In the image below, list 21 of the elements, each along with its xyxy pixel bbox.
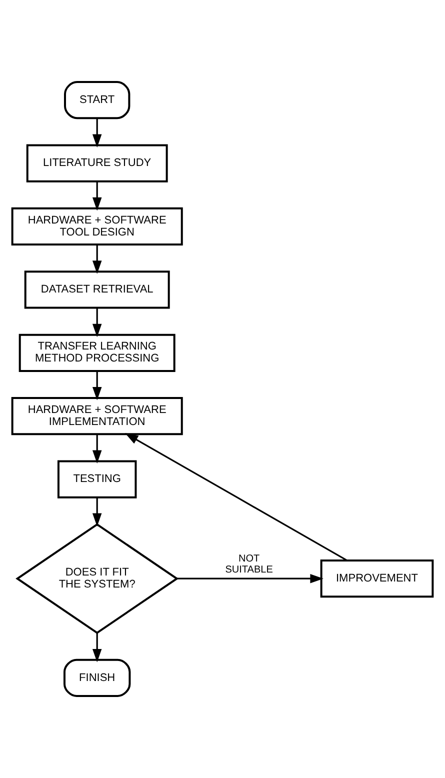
node-box: IMPROVEMENT xyxy=(320,560,434,598)
arrow xyxy=(92,118,102,148)
node-box: TESTING xyxy=(57,460,137,498)
arrow xyxy=(124,433,348,561)
node-box: DATASET RETRIEVAL xyxy=(24,270,170,309)
arrow xyxy=(176,574,324,584)
arrow xyxy=(92,371,102,400)
arrow xyxy=(92,498,102,526)
arrow xyxy=(92,632,102,662)
node-box: TRANSFER LEARNING METHOD PROCESSING xyxy=(18,334,176,372)
arrow xyxy=(92,434,102,464)
arrow xyxy=(92,182,102,211)
node-box: FINISH xyxy=(63,658,131,697)
edge-label: NOT SUITABLE xyxy=(225,554,273,576)
arrow xyxy=(92,244,102,274)
arrow xyxy=(92,308,102,338)
node-box: START xyxy=(64,81,130,120)
node-diamond: DOES IT FIT THE SYSTEM? xyxy=(16,523,179,634)
node-box: LITERATURE STUDY xyxy=(26,144,168,182)
node-box: HARDWARE + SOFTWARE IMPLEMENTATION xyxy=(11,397,183,436)
node-box: HARDWARE + SOFTWARE TOOL DESIGN xyxy=(11,207,183,246)
